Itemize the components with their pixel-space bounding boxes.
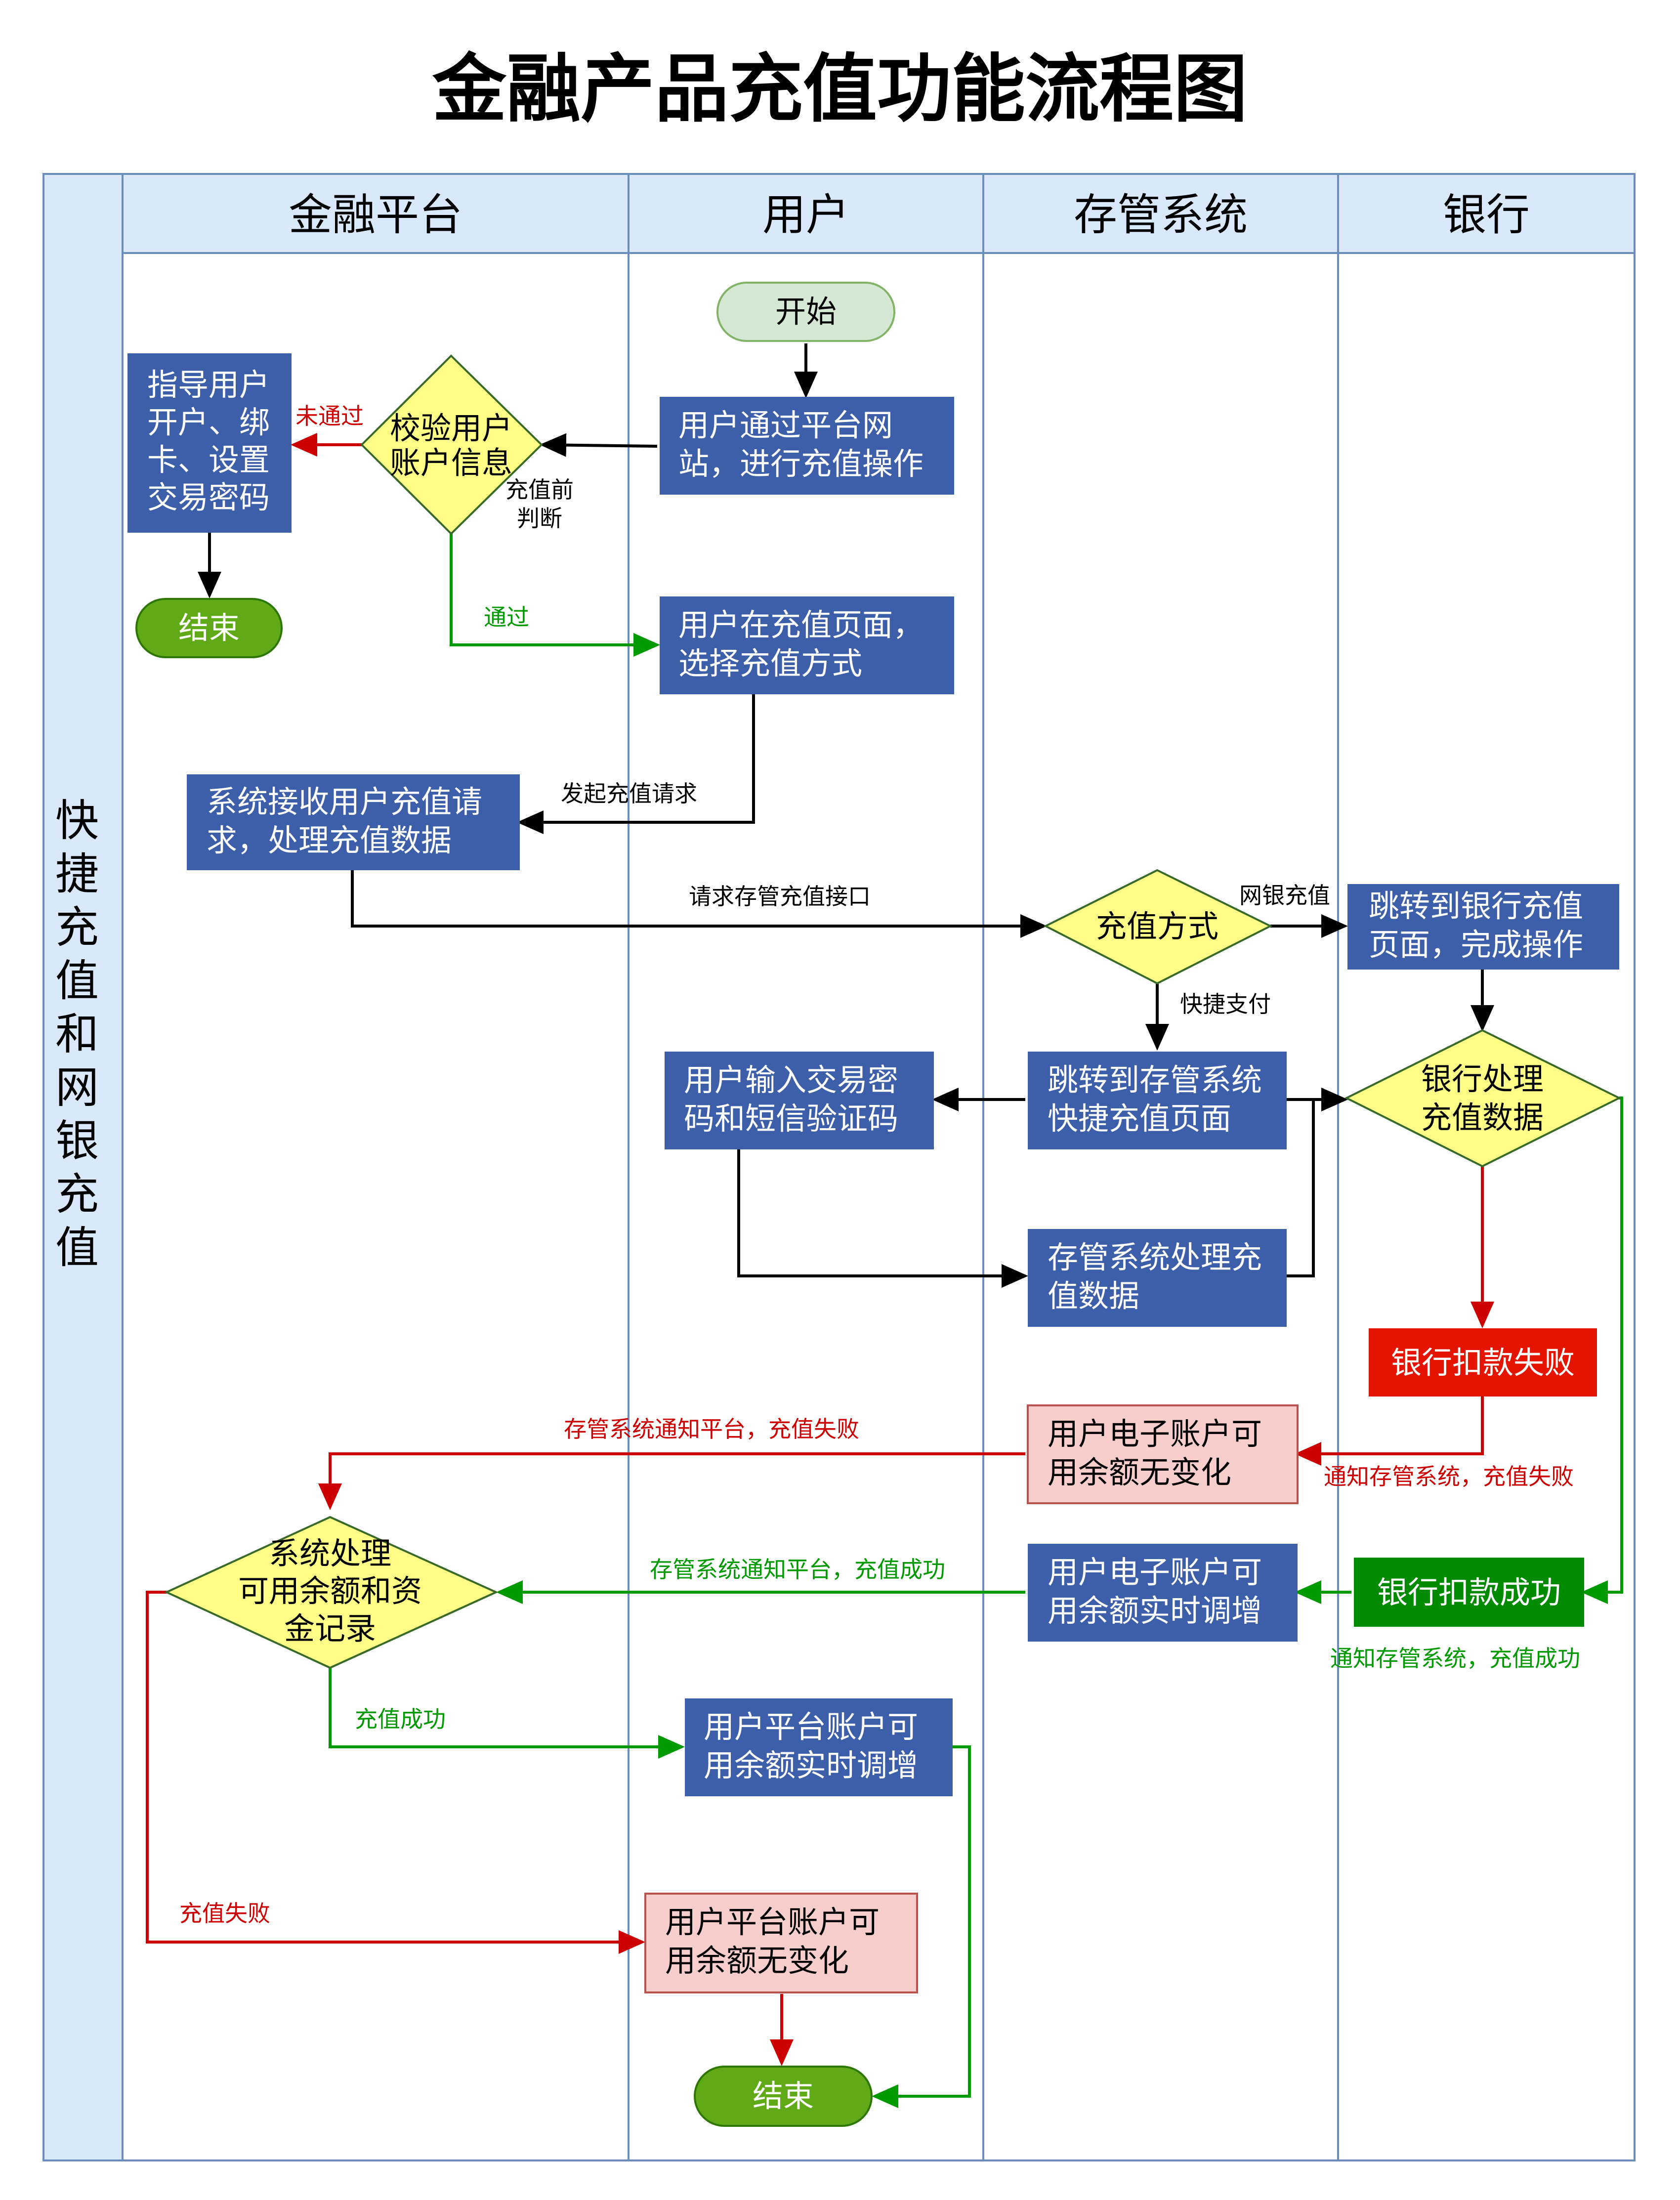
label-bank-success: 银行扣款成功: [1377, 1574, 1561, 1610]
edge-label-recharge-success: 充值成功: [355, 1706, 446, 1733]
lane-header-row: [122, 173, 1636, 254]
label-custody-process: 存管系统处理充值数据: [1048, 1239, 1262, 1314]
label-jump-bank: 跳转到银行充值页面，完成操作: [1369, 888, 1583, 963]
node-platform-increase: [685, 1698, 953, 1796]
nodes: [127, 282, 1622, 2127]
node-receive-request: [187, 774, 520, 870]
edge-label-quickpay: 快捷支付: [1180, 991, 1271, 1017]
label-user-recharge: 用户通过平台网站，进行充值操作: [678, 407, 924, 482]
lane-header-platform: 金融平台: [289, 189, 462, 240]
label-guide: 指导用户开户、绑卡、设置交易密码: [147, 367, 270, 515]
edge-label-request-api: 请求存管充值接口: [689, 883, 871, 910]
node-jump-custody: [1028, 1052, 1287, 1149]
label-end-left: 结束: [178, 610, 240, 646]
label-input-password: 用户输入交易密码和短信验证码: [684, 1062, 898, 1137]
node-system-process-decision: [164, 1516, 499, 1669]
node-user-recharge: [660, 397, 954, 495]
edge-verify-passed: [450, 534, 660, 657]
edge-label-not-passed: 未通过: [295, 403, 364, 429]
node-start: [716, 282, 895, 342]
label-platform-unchanged: 用户平台账户可用余额无变化: [665, 1904, 880, 1979]
node-verify-decision: [360, 354, 543, 535]
edge-label-notify-success-custody: 通知存管系统，充值成功: [1330, 1645, 1580, 1672]
label-account-unchanged: 用户电子账户可用余额无变化: [1048, 1416, 1262, 1490]
node-account-unchanged: [1027, 1404, 1299, 1504]
node-bank-success: [1354, 1558, 1584, 1627]
node-custody-process: [1028, 1229, 1287, 1327]
label-platform-increase: 用户平台账户可用余额实时调增: [704, 1709, 918, 1783]
edge-recharge-to-verify: [540, 433, 658, 457]
label-bank-process: 银行处理充值数据: [1421, 1061, 1544, 1136]
edge-choose-to-receive: [517, 694, 755, 834]
edge-input-to-custodyprocess: [737, 1149, 1028, 1288]
node-account-increase: [1028, 1544, 1298, 1642]
label-jump-custody: 跳转到存管系统快捷充值页面: [1048, 1062, 1262, 1137]
edge-label-passed: 通过: [484, 604, 529, 631]
node-method-decision: [1043, 869, 1273, 985]
edge-label-recharge-fail: 充值失败: [179, 1900, 270, 1927]
label-bank-fail: 银行扣款失败: [1391, 1345, 1575, 1381]
node-end-bottom: [694, 2066, 873, 2127]
edge-custodyprocess-to-bankprocess: [1287, 1088, 1348, 1277]
label-verify: 校验用户账户信息: [390, 410, 512, 481]
node-choose-method: [660, 596, 954, 694]
label-choose-method: 用户在充值页面，选择充值方式: [678, 607, 924, 681]
lane-header-user: 用户: [762, 189, 849, 240]
label-end-bottom: 结束: [753, 2078, 814, 2114]
node-bank-process-decision: [1344, 1029, 1622, 1168]
edge-labels: 未通过 充值前判断 通过 发起充值请求 请求存管充值接口 网银充值 快捷支付 存…: [179, 403, 1580, 1927]
label-method: 充值方式: [1096, 908, 1218, 944]
swimlane-pool: 金融平台 用户 存管系统 银行 快捷充值和网银充值: [42, 173, 1636, 2161]
label-system-process: 系统处理可用余额和资金记录: [238, 1535, 422, 1647]
node-labels: 开始 用户通过平台网站，进行充值操作 校验用户账户信息 指导用户开户、绑卡、设置…: [147, 294, 1583, 2114]
edge-label-notify-fail-platform: 存管系统通知平台，充值失败: [564, 1416, 859, 1442]
pool-body: [122, 252, 1636, 2161]
label-start: 开始: [775, 294, 837, 330]
edge-bankfail-to-acctunchanged: [1295, 1396, 1484, 1466]
edge-label-pre-check: 充值前判断: [505, 476, 574, 532]
edge-platformincrease-to-end: [872, 1745, 971, 2108]
pool-header-strip: [42, 173, 124, 2161]
edge-label-initiate: 发起充值请求: [561, 780, 697, 807]
edge-receive-to-method: [351, 870, 1047, 938]
node-bank-fail: [1369, 1328, 1597, 1396]
pool-label: 快捷充值和网银充值: [55, 795, 99, 1273]
label-receive: 系统接收用户充值请求，处理充值数据: [207, 784, 482, 858]
edge-acctunchanged-to-sysprocess: [318, 1452, 1025, 1510]
lane-header-bank: 银行: [1443, 189, 1530, 240]
label-account-increase: 用户电子账户可用余额实时调增: [1048, 1554, 1262, 1629]
node-platform-unchanged: [644, 1893, 918, 1993]
node-input-password: [665, 1052, 934, 1149]
edge-sysprocess-fail: [146, 1591, 645, 1954]
edge-label-notify-success-platform: 存管系统通知平台，充值成功: [650, 1556, 945, 1583]
edge-sysprocess-success: [329, 1668, 685, 1759]
lane-header-custody: 存管系统: [1074, 189, 1248, 240]
node-guide-user: [127, 353, 292, 533]
page-title: 金融产品充值功能流程图: [432, 46, 1248, 132]
node-jump-bank: [1347, 884, 1619, 970]
node-end-left: [135, 598, 283, 658]
pool-label-text: 快捷充值和网银充值: [55, 795, 99, 1273]
edge-label-notify-fail-custody: 通知存管系统，充值失败: [1324, 1463, 1574, 1490]
edge-label-netbank: 网银充值: [1239, 882, 1330, 909]
